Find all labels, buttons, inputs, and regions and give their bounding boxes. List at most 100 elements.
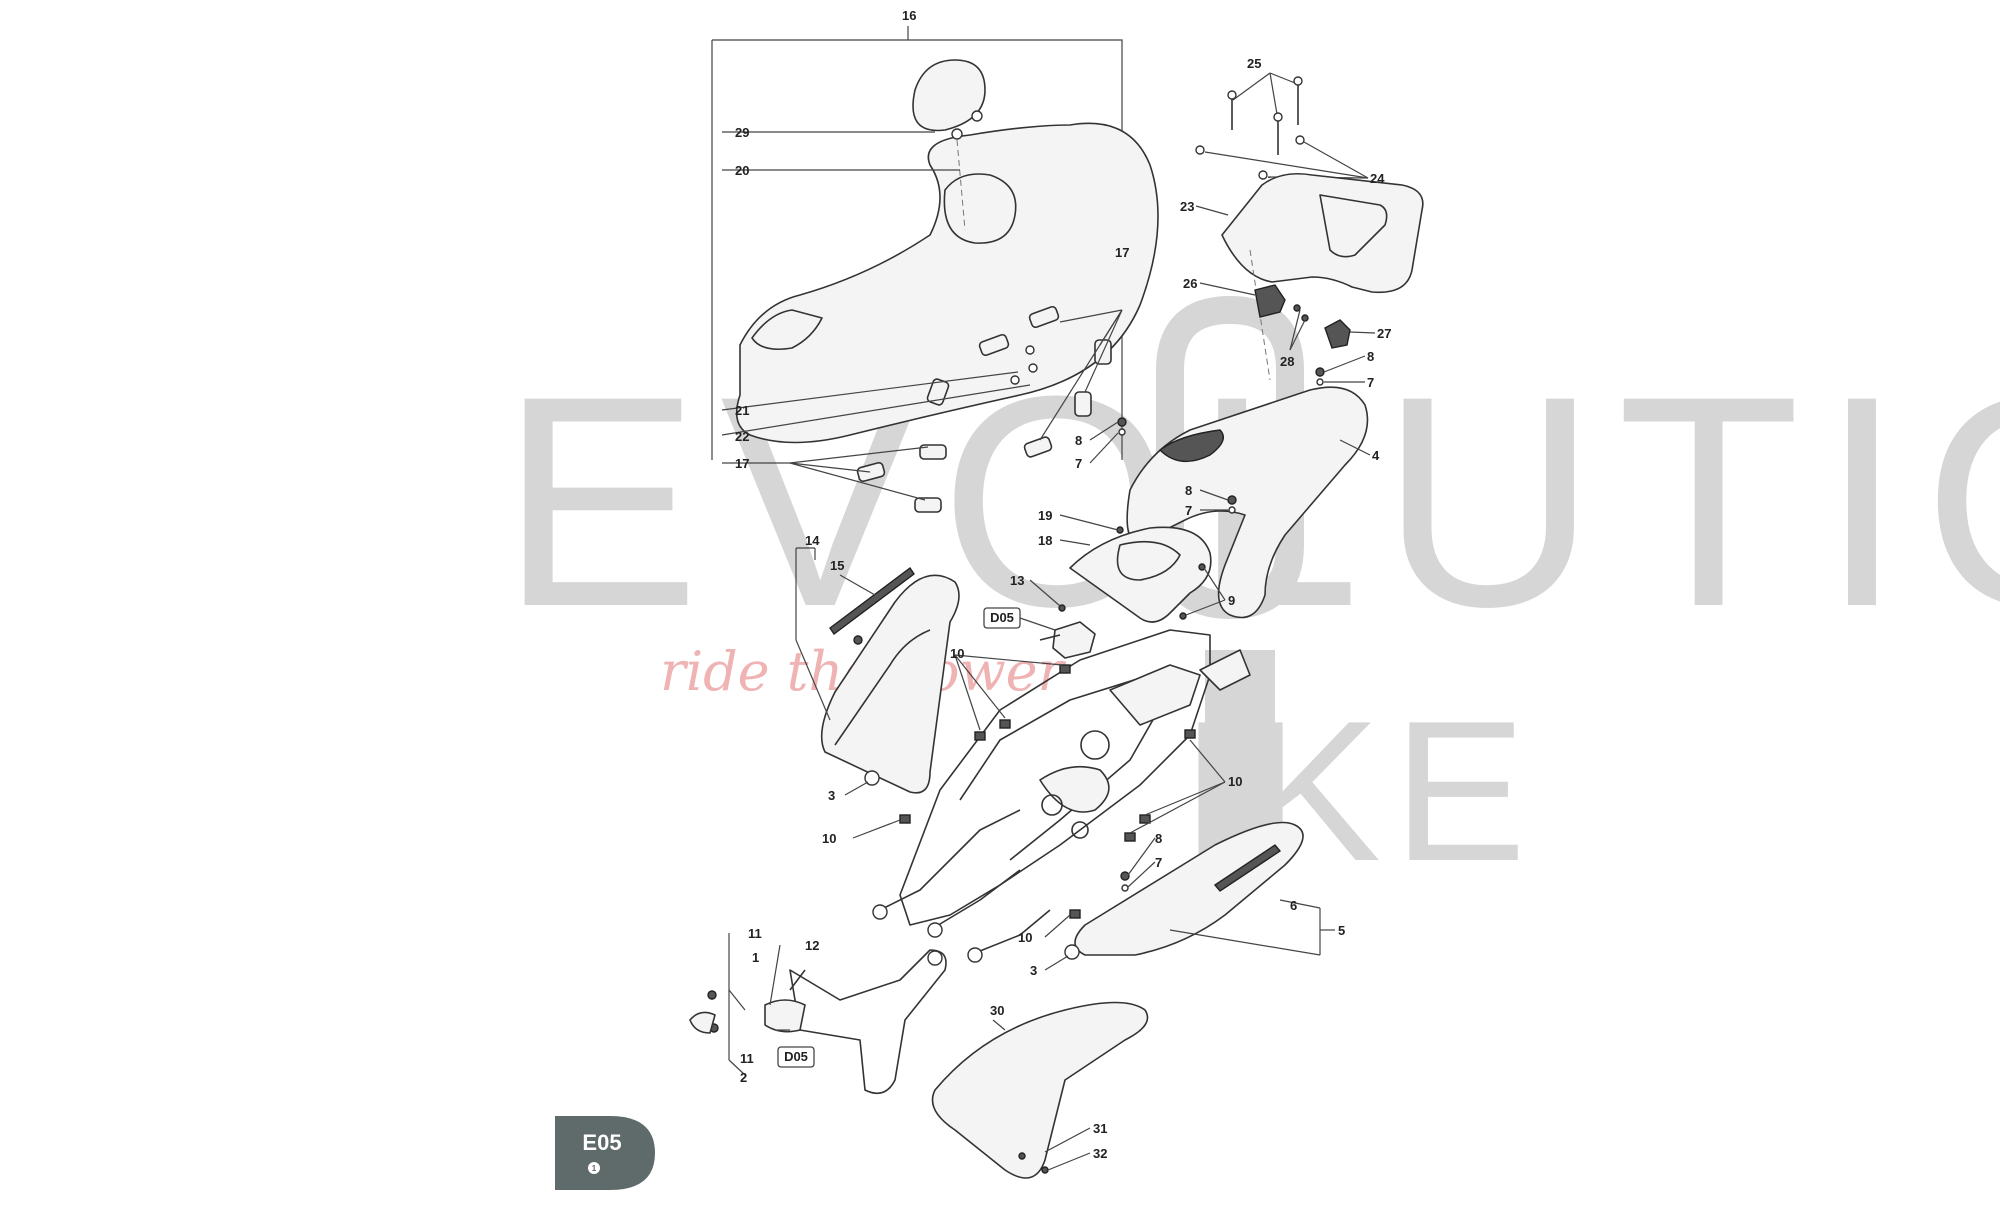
subframe-rail: [929, 869, 1021, 931]
section-badge: E05 1: [555, 1116, 655, 1190]
leader-line: [1204, 151, 1369, 179]
subframe-rail: [969, 909, 1051, 956]
part-number: 6: [1290, 898, 1297, 913]
tail-section-group: [1059, 514, 1226, 623]
leader-line: [1059, 309, 1123, 323]
subframe-outline: [899, 629, 1211, 926]
leader-line: [1289, 309, 1301, 351]
part-labels: 16 25 29 24 20 23 17 26 27 28 8 7 21 22 …: [735, 8, 1391, 1161]
part-number: 27: [1377, 326, 1391, 341]
leader-line: [1047, 1152, 1091, 1171]
part-number: 12: [805, 938, 819, 953]
cage-nut: [899, 814, 911, 824]
part-number: 8: [1155, 831, 1162, 846]
leader-line: [1044, 955, 1069, 971]
assembly-axis: [956, 139, 966, 231]
part-number: 24: [1370, 171, 1385, 186]
bolt-head: [1227, 90, 1237, 100]
frame-bracket: [1109, 664, 1201, 726]
washer: [1316, 378, 1324, 386]
leader-line: [852, 819, 901, 839]
leader-line: [1084, 309, 1123, 393]
leader-line: [954, 654, 1006, 719]
washer: [1025, 345, 1035, 355]
part-number: 3: [828, 788, 835, 803]
part-number: 10: [1228, 774, 1242, 789]
leader-line: [728, 1059, 746, 1076]
frame-hole: [1041, 794, 1063, 816]
side-panel-edge: [834, 629, 931, 746]
leader-line: [992, 1019, 1006, 1031]
mount-eye: [872, 904, 888, 920]
part-number: 2: [740, 1070, 747, 1085]
washer: [1010, 375, 1020, 385]
washer: [1258, 170, 1268, 180]
part-number: 11: [748, 926, 762, 941]
badge-code: E05: [582, 1130, 621, 1155]
part-number: 7: [1075, 456, 1082, 471]
leader-line: [769, 944, 781, 1006]
screw: [1293, 304, 1301, 312]
rubber-grommet: [864, 770, 880, 786]
seat-clip: [919, 444, 947, 460]
leader-line: [789, 446, 929, 464]
screw: [1198, 563, 1206, 571]
leader-line: [1199, 282, 1256, 296]
nut: [1315, 367, 1325, 377]
leader-line: [1303, 141, 1369, 179]
cage-nut: [1139, 814, 1151, 824]
washer: [1295, 135, 1305, 145]
latch-bracket: [1324, 319, 1351, 349]
lock-rod: [1039, 634, 1061, 641]
rack-opening: [1319, 194, 1388, 258]
nut: [1120, 871, 1130, 881]
screw: [1179, 612, 1187, 620]
leader-line: [1169, 929, 1321, 956]
cage-nut: [999, 719, 1011, 729]
tail-section-recess: [1116, 540, 1181, 581]
seat-clip: [1074, 391, 1092, 417]
part-number: 14: [805, 533, 820, 548]
nut: [1117, 417, 1127, 427]
part-number: 31: [1093, 1121, 1107, 1136]
part-number: 25: [1247, 56, 1261, 71]
washer: [1228, 506, 1236, 514]
leader-line: [1199, 489, 1229, 501]
seat-clip: [926, 378, 950, 406]
part-number: 1: [752, 950, 759, 965]
seat-clip: [856, 461, 886, 483]
cage-nut: [974, 731, 986, 741]
leader-line: [954, 654, 981, 731]
part-number: 17: [735, 456, 749, 471]
screw: [1041, 1166, 1049, 1174]
cage-nut: [1069, 909, 1081, 919]
part-number: 29: [735, 125, 749, 140]
part-number: 23: [1180, 199, 1194, 214]
bolt-head: [1293, 76, 1303, 86]
leader-line: [1323, 355, 1366, 373]
washer: [1028, 363, 1038, 373]
grommet: [971, 110, 983, 122]
part-number: 4: [1372, 448, 1380, 463]
part-number: 8: [1185, 483, 1192, 498]
rack-bolts: [1195, 76, 1305, 180]
leader-line: [1203, 567, 1226, 601]
seat-rear-handle: [751, 309, 823, 351]
leader-line: [1059, 539, 1091, 546]
nut: [1227, 495, 1237, 505]
cage-nut: [1184, 729, 1196, 739]
leader-line: [1089, 432, 1119, 464]
part-number: 5: [1338, 923, 1345, 938]
seat-lock-group: D05: [983, 579, 1096, 659]
part-number: 8: [1075, 433, 1082, 448]
leader-line: [1039, 309, 1123, 441]
frame-mounts: [872, 904, 983, 966]
leader-line: [1189, 739, 1226, 783]
frame-mount: [1199, 649, 1251, 691]
screw: [1058, 604, 1066, 612]
leader-line: [1144, 781, 1226, 816]
rear-hugger: [931, 1001, 1149, 1179]
washer: [1118, 428, 1126, 436]
screw: [1018, 1152, 1026, 1160]
